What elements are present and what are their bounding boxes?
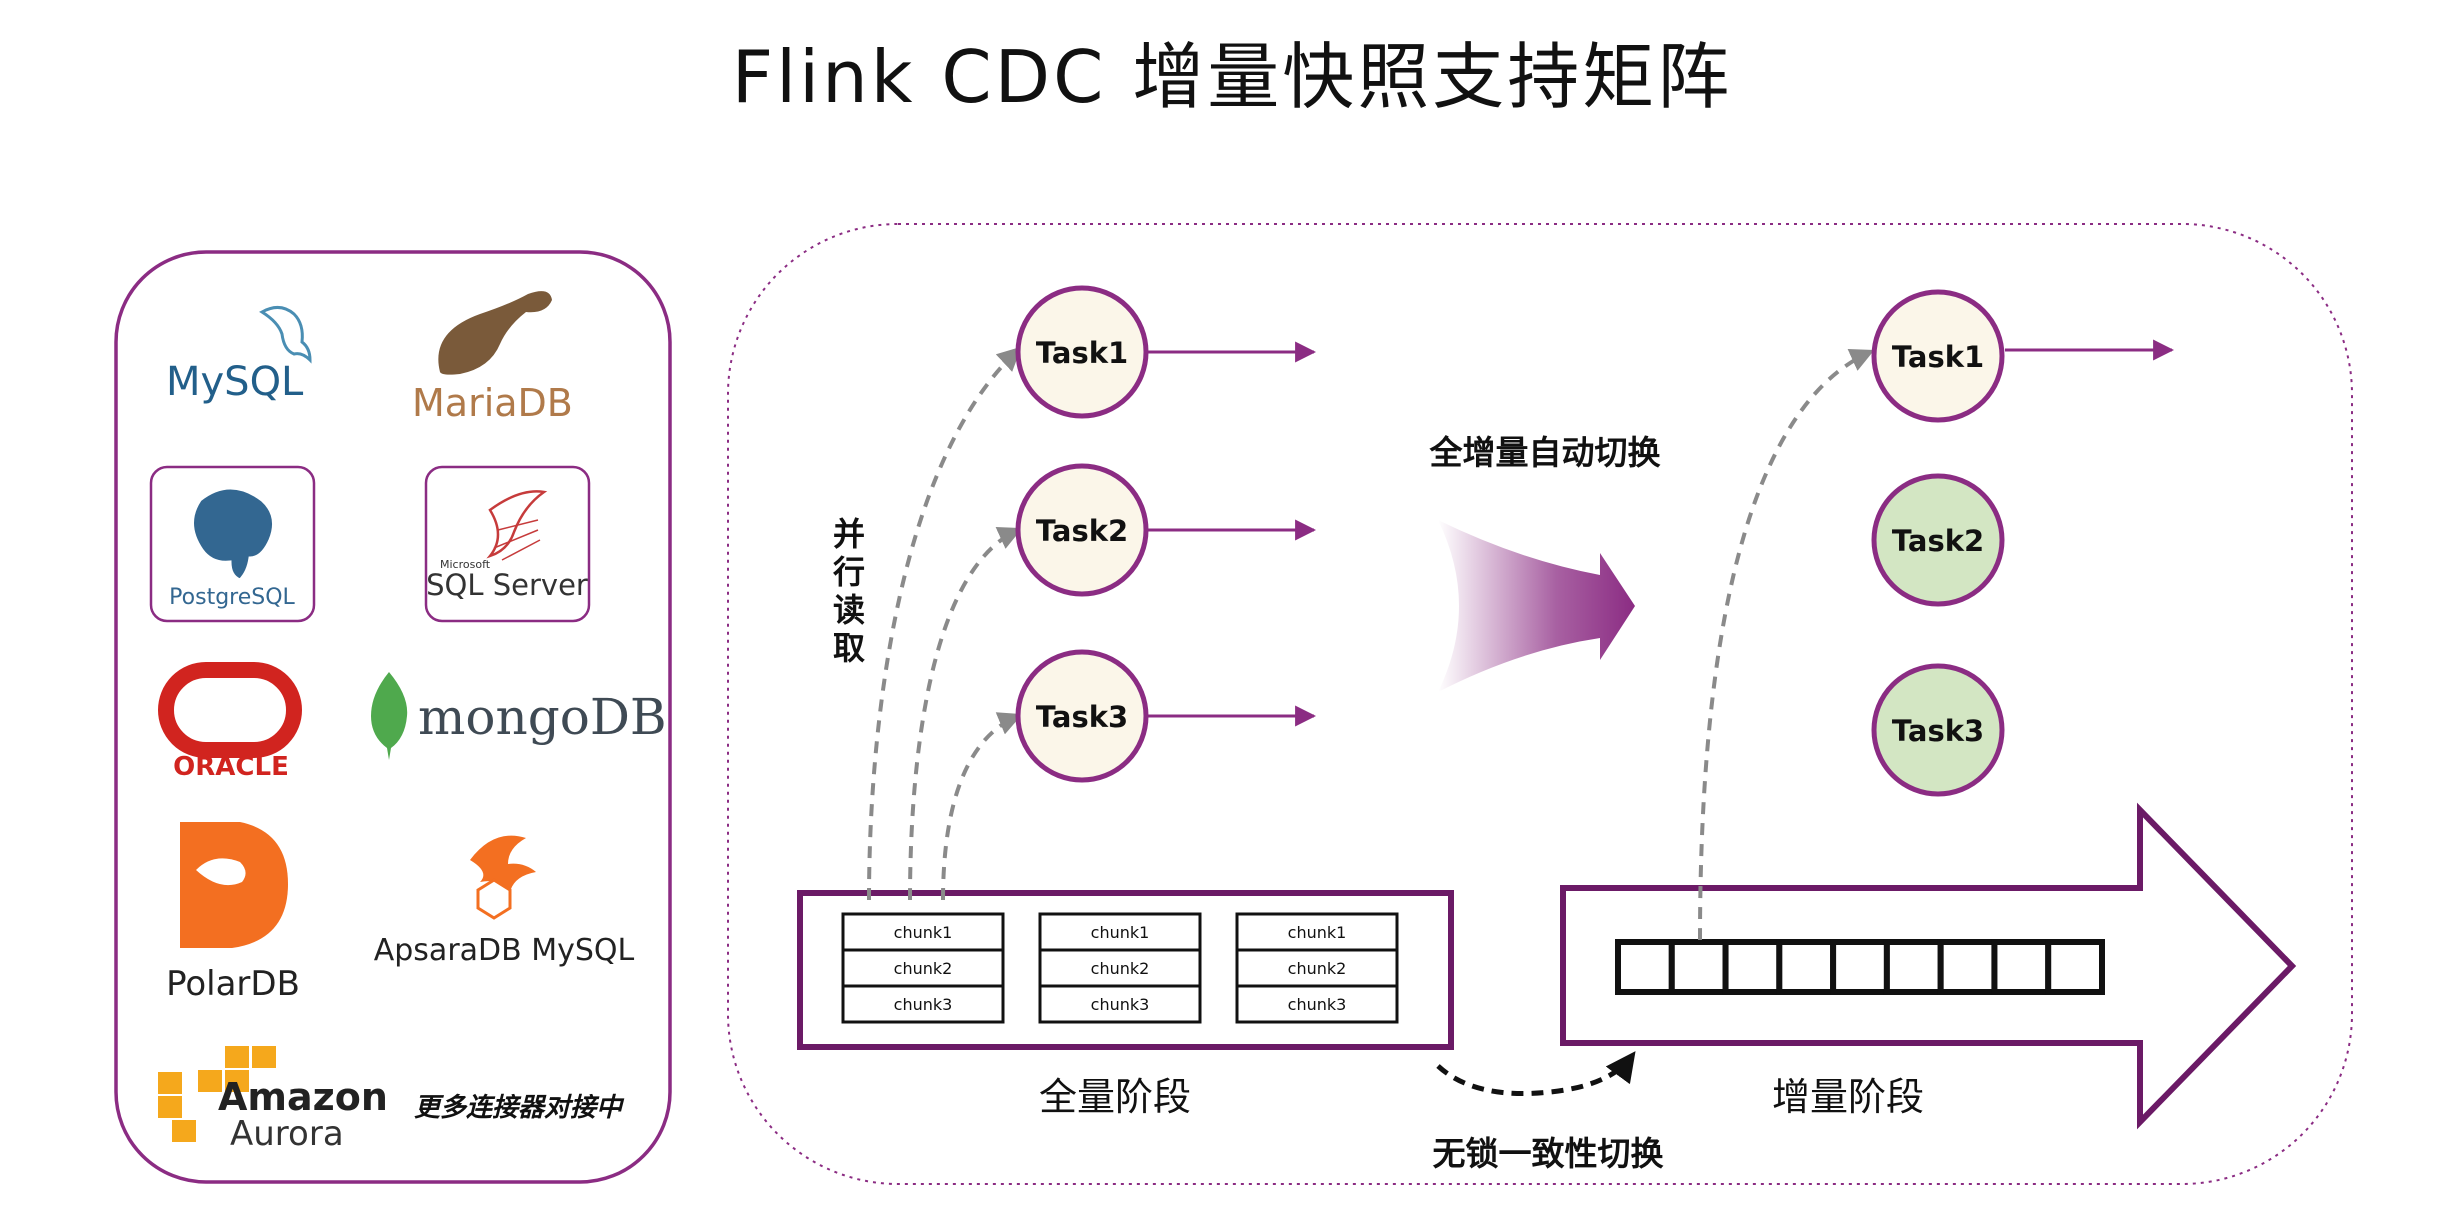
task-node xyxy=(1015,649,1149,783)
sqlserver-label: SQL Server xyxy=(426,568,588,602)
parallel-read-char: 并 xyxy=(833,515,865,553)
incremental-read-arrow xyxy=(1698,349,1875,941)
chunk-label: chunk1 xyxy=(1288,923,1347,942)
chunk-cell xyxy=(1038,948,1202,988)
queue-slot xyxy=(1615,939,1675,995)
chunk-label: chunk2 xyxy=(894,959,953,978)
queue-slot xyxy=(2045,939,2105,995)
queue-slot xyxy=(1722,939,1783,995)
sqlserver-vendor-label: Microsoft xyxy=(440,558,491,571)
task-label: Task3 xyxy=(1892,714,1984,748)
parallel-read-char: 行 xyxy=(833,553,865,591)
amazon-aurora-logo: Amazon Aurora xyxy=(158,1046,388,1154)
chunk-label: chunk3 xyxy=(1288,995,1347,1014)
postgresql-logo: PostgreSQL xyxy=(149,465,316,623)
parallel-read-char: 读 xyxy=(833,591,865,629)
chunk-label: chunk1 xyxy=(894,923,953,942)
chunk-cell xyxy=(1235,912,1399,952)
auto-switch-arrow xyxy=(1438,520,1635,692)
chunk-label: chunk1 xyxy=(1091,923,1150,942)
queue-slot xyxy=(1937,939,1998,995)
task-node xyxy=(1871,289,2005,423)
chunk-cell xyxy=(841,984,1005,1024)
lockfree-switch-label: 无锁一致性切换 xyxy=(1433,1134,1664,1173)
page-title: Flink CDC 增量快照支持矩阵 xyxy=(731,35,1733,119)
chunk-cell xyxy=(1038,984,1202,1024)
lockfree-switch-arrow xyxy=(1436,1051,1636,1096)
chunk-label: chunk2 xyxy=(1091,959,1150,978)
queue-slot xyxy=(1991,939,2052,995)
apsaradb-label: ApsaraDB MySQL xyxy=(374,933,635,968)
mongodb-logo: mongoDB xyxy=(371,672,667,760)
parallel-read-arrows xyxy=(867,346,1023,901)
mysql-label: MySQL xyxy=(166,359,304,405)
full-phase-box xyxy=(797,890,1454,1050)
chunk-cell xyxy=(1235,984,1399,1024)
sqlserver-logo: Microsoft SQL Server xyxy=(424,465,591,623)
task-label: Task2 xyxy=(1892,524,1984,558)
task-label: Task3 xyxy=(1036,700,1128,734)
mariadb-label: MariaDB xyxy=(412,381,573,425)
task-label: Task1 xyxy=(1892,340,1984,374)
chunk-label: chunk3 xyxy=(894,995,953,1014)
task-label: Task1 xyxy=(1036,336,1128,370)
queue-slot xyxy=(1776,939,1837,995)
mysql-logo: MySQL xyxy=(166,306,312,405)
amazon-label: Amazon xyxy=(218,1075,388,1119)
chunk-cell xyxy=(1235,948,1399,988)
connector-panel: MySQL MariaDB PostgreSQL Microsoft SQL S… xyxy=(114,250,672,1184)
task-label: Task2 xyxy=(1036,514,1128,548)
task-node xyxy=(1015,463,1149,597)
postgresql-label: PostgreSQL xyxy=(169,585,295,610)
apsaradb-logo: ApsaraDB MySQL xyxy=(374,835,635,968)
chunk-label: chunk3 xyxy=(1091,995,1150,1014)
queue-slot xyxy=(1668,939,1729,995)
incremental-queue xyxy=(1615,939,2105,995)
polardb-label: PolarDB xyxy=(166,964,300,1004)
mariadb-logo: MariaDB xyxy=(412,291,573,425)
auto-switch-label: 全增量自动切换 xyxy=(1429,433,1661,472)
aurora-label: Aurora xyxy=(230,1114,344,1154)
more-connectors-label: 更多连接器对接中 xyxy=(414,1093,625,1123)
queue-slot xyxy=(1830,939,1890,995)
chunk-cell xyxy=(1038,912,1202,952)
full-phase-label: 全量阶段 xyxy=(1039,1075,1191,1119)
incremental-phase-arrow xyxy=(1560,802,2297,1130)
oracle-label: ORACLE xyxy=(173,752,289,782)
polardb-logo: PolarDB xyxy=(166,822,300,1004)
task-node xyxy=(1871,473,2005,607)
oracle-logo: ORACLE xyxy=(158,662,302,782)
task-node xyxy=(1015,285,1149,419)
chunk-cell xyxy=(841,948,1005,988)
task-node xyxy=(1871,663,2005,797)
queue-slot xyxy=(1883,939,1944,995)
chunk-label: chunk2 xyxy=(1288,959,1347,978)
pipeline-region xyxy=(727,223,2353,1185)
mongodb-label: mongoDB xyxy=(418,688,667,746)
incremental-phase-label: 增量阶段 xyxy=(1772,1075,1924,1119)
chunk-groups: chunk1 chunk2 chunk3 chunk1 chunk2 chunk3 chun… xyxy=(841,912,1399,1024)
parallel-read-char: 取 xyxy=(833,629,865,667)
